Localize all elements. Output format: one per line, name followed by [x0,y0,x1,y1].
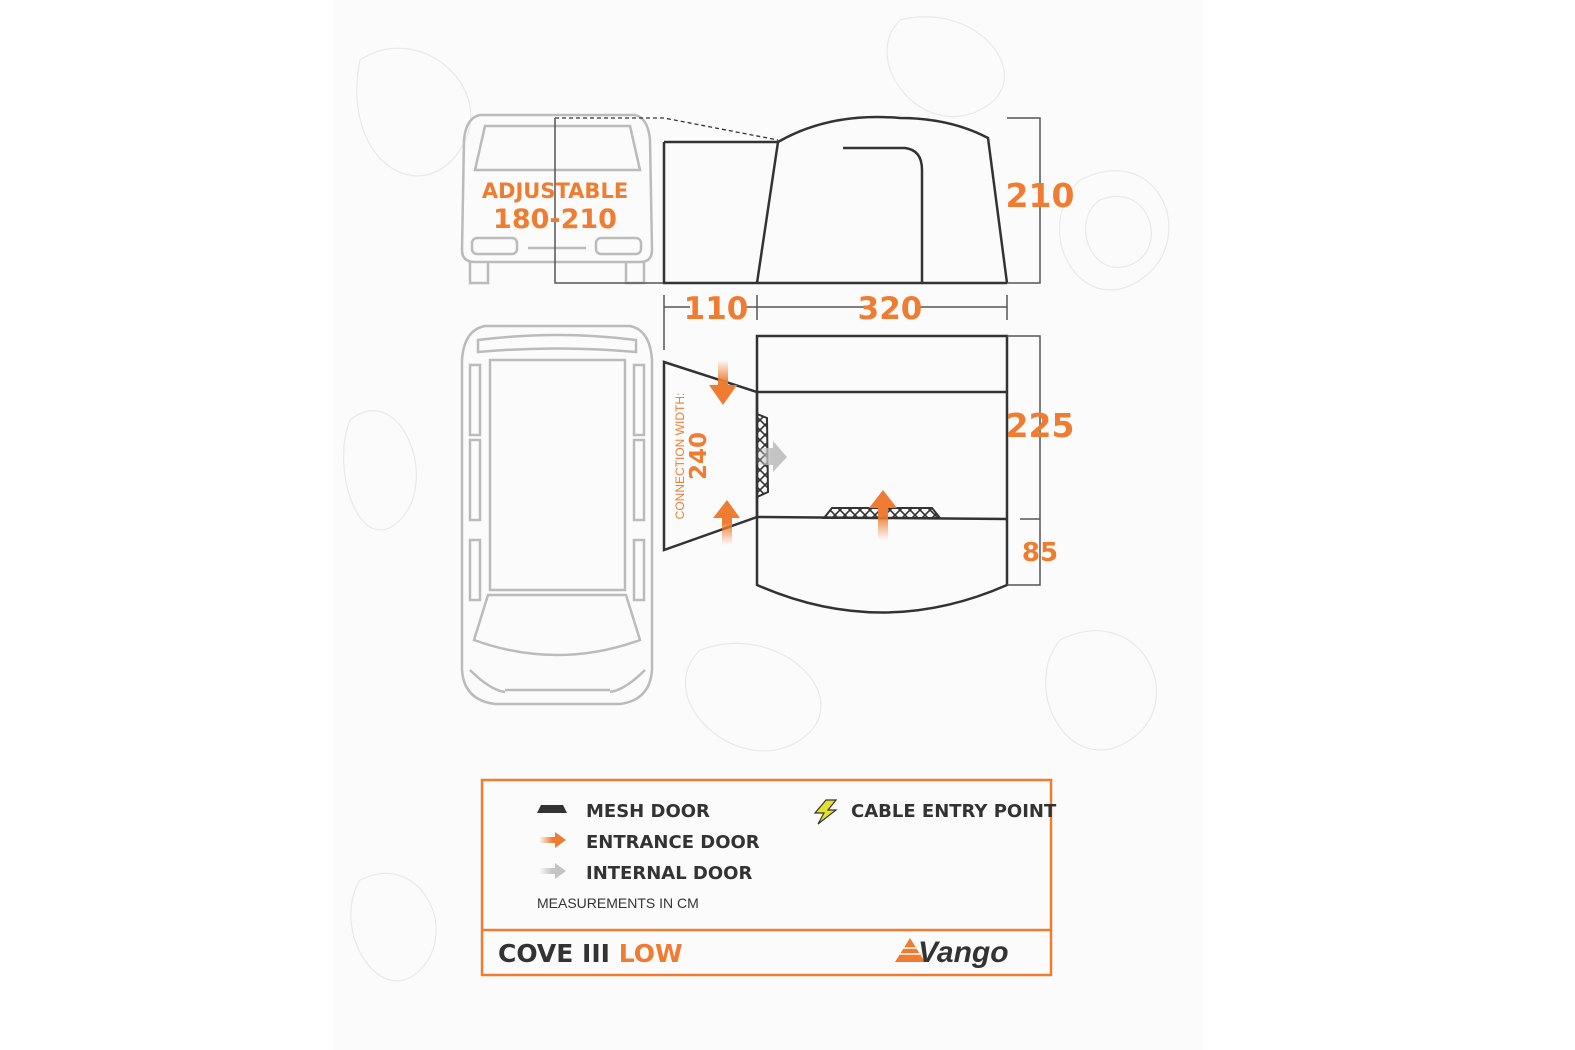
vango-logo: Vango [895,936,1009,969]
connection-width-label: CONNECTION WIDTH: [673,393,687,520]
entrance-arrow-annex-top [709,360,737,405]
internal-door-arrow [756,441,787,472]
product-name: COVE III [498,939,610,968]
tent-length-value: 320 [858,291,923,327]
connection-width-value: 240 [686,432,712,480]
length-dimension-line [663,295,1008,350]
product-title: COVE III LOW [498,939,683,968]
depth-dimension-line [1007,335,1041,586]
mesh-door-icon [537,805,567,813]
van-top-view [460,324,654,706]
brand-name: Vango [918,936,1009,969]
units-note: MEASUREMENTS IN CM [537,895,699,911]
depth-main-value: 225 [1006,406,1075,445]
product-variant: LOW [619,939,683,968]
annex-length-value: 110 [684,291,749,327]
height-dimension-line [1007,117,1041,284]
topographic-pattern [343,16,1170,982]
connection-dashed-line [555,117,779,141]
height-guide [554,118,664,284]
entrance-arrow-front [869,490,897,540]
legend-box [480,778,1053,977]
adjustable-range: 180-210 [493,204,617,235]
van-rear-view [460,113,654,285]
adjustable-label: ADJUSTABLE [482,179,628,203]
background-panel [333,0,1203,1050]
entrance-arrow-annex-bottom [713,500,740,545]
internal-arrow-icon [539,863,566,879]
legend-cable-entry: CABLE ENTRY POINT [851,801,1057,822]
legend-entrance-door: ENTRANCE DOOR [586,832,760,853]
depth-porch-value: 85 [1022,538,1058,568]
legend-mesh-door: MESH DOOR [586,801,710,822]
legend-internal-door: INTERNAL DOOR [586,863,752,884]
height-value: 210 [1006,176,1075,215]
entrance-arrow-icon [539,832,566,848]
lightning-icon [813,799,838,825]
tent-side-elevation [662,115,1009,285]
